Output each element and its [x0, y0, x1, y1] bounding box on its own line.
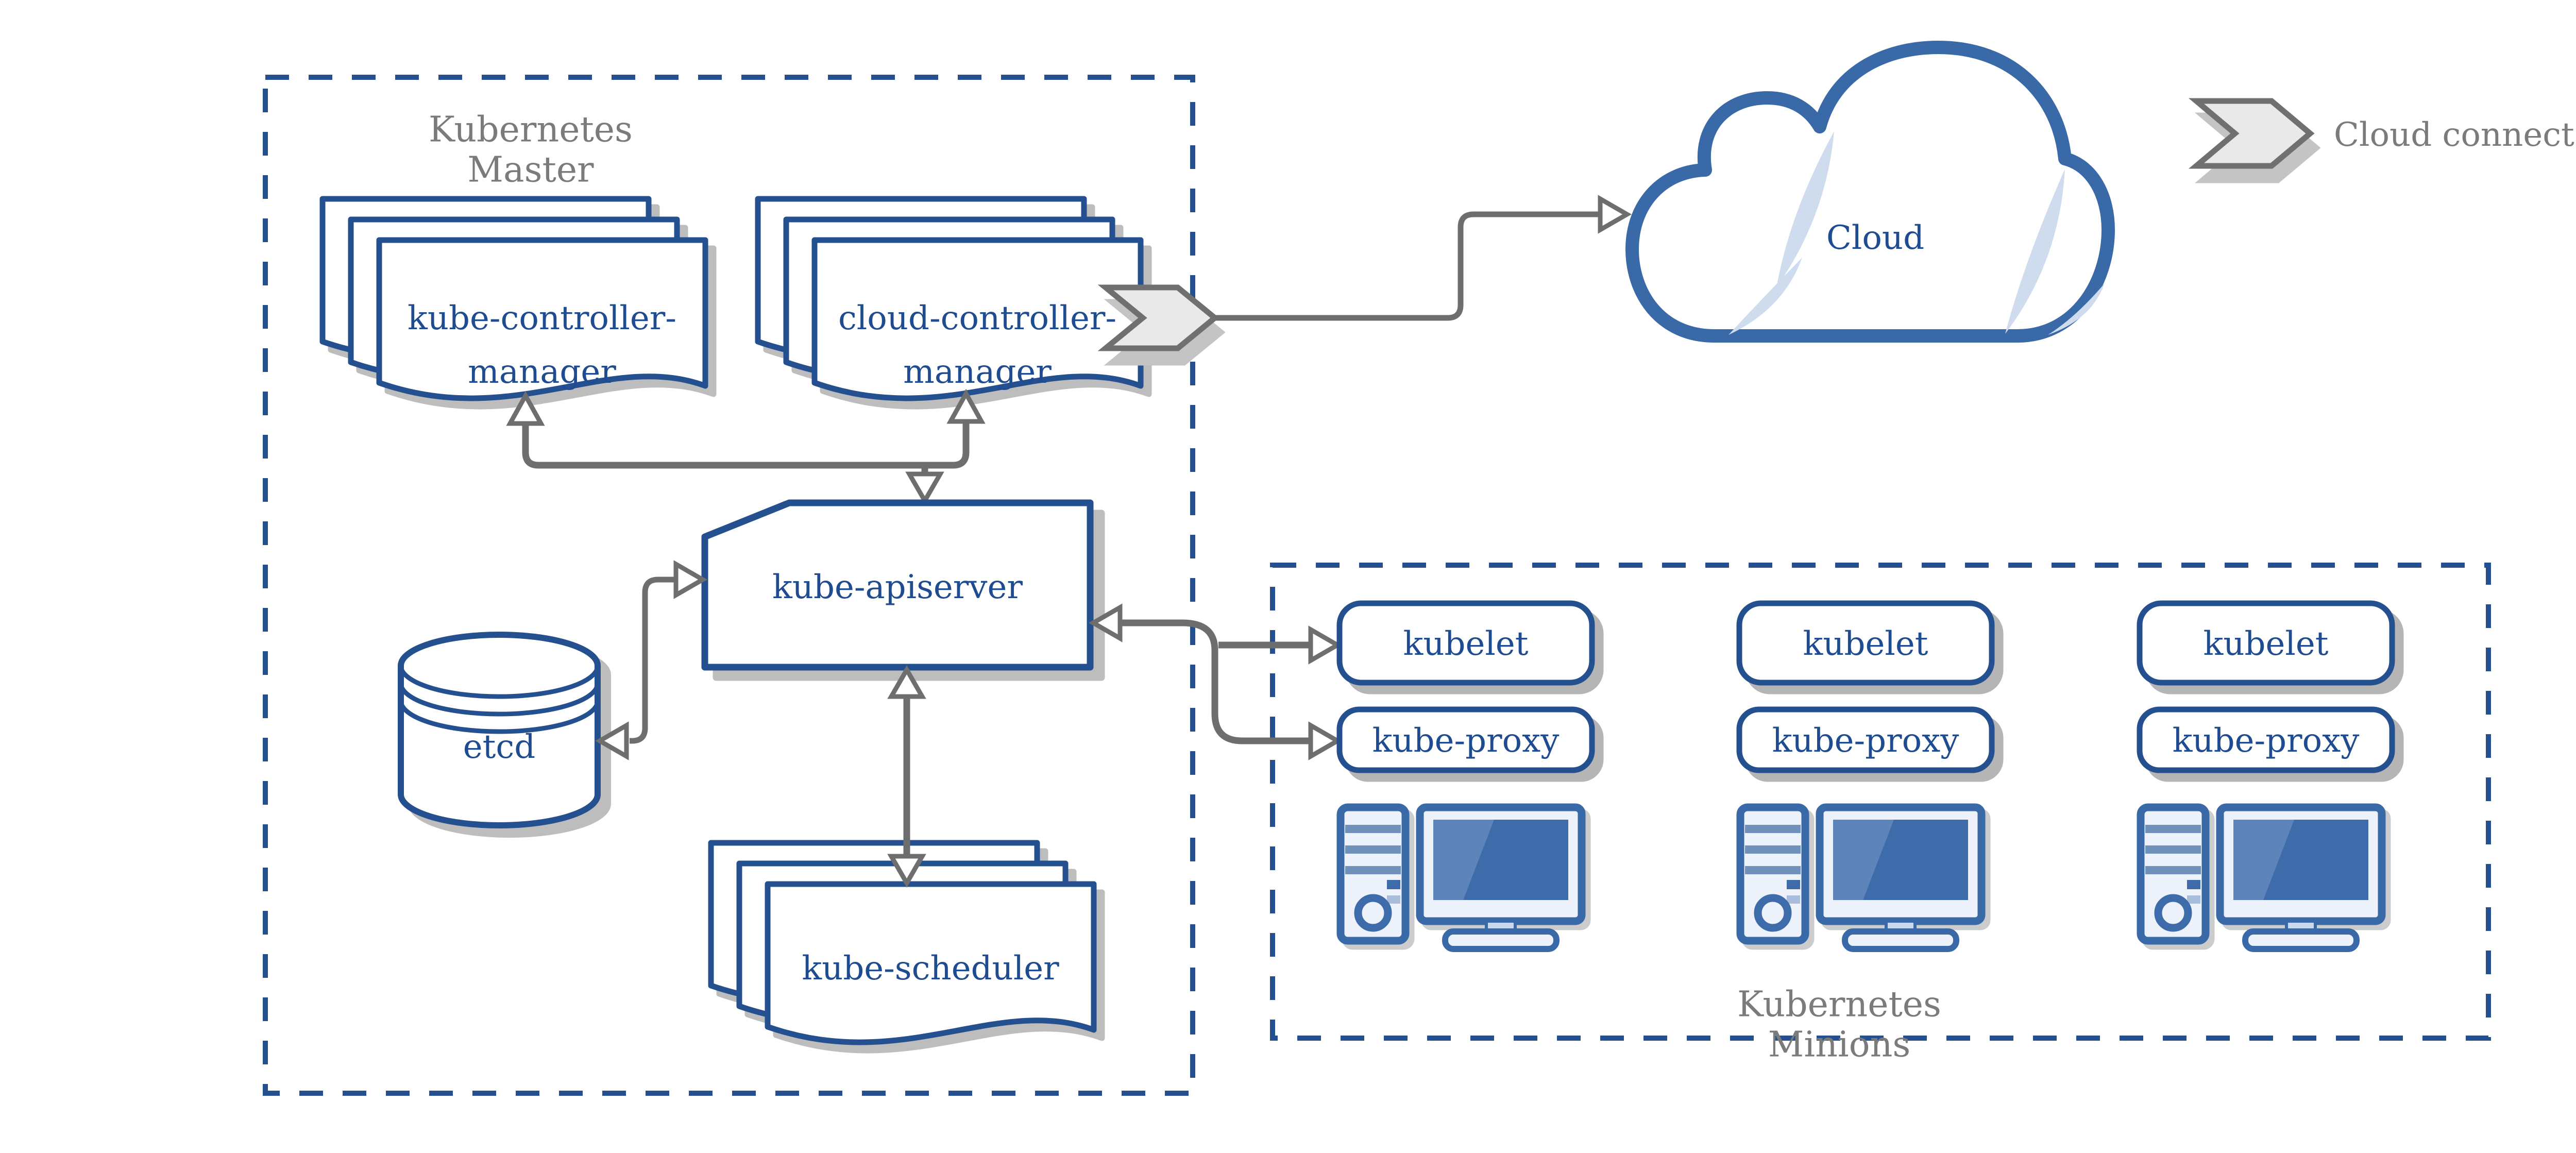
cloud: Cloud — [1625, 41, 2115, 343]
card-shape — [701, 499, 1094, 671]
kube-controller-manager-label-line2: manager — [468, 353, 616, 391]
tower-stripe — [1745, 845, 1801, 854]
tower-button — [2187, 895, 2200, 904]
kube-proxy-label: kube-proxy — [1372, 722, 1560, 760]
monitor-base — [1842, 928, 1959, 952]
node-kube-apiserver: kube-apiserver — [701, 499, 1094, 671]
arrowhead-down-icon — [887, 854, 926, 888]
kubelet-box — [1336, 600, 1595, 686]
tower-stripe — [1345, 845, 1401, 854]
tower-drive — [1754, 894, 1792, 932]
tower-stripe — [2145, 845, 2201, 854]
monitor-glare — [1433, 820, 1494, 900]
kube-proxy-label: kube-proxy — [2173, 722, 2360, 760]
cloud-connector-icon — [1097, 284, 1219, 351]
node-cloud-controller-manager: cloud-controller- manager — [755, 196, 1144, 401]
legend: Cloud connector — [2188, 98, 2576, 169]
cloud-controller-manager-label-line1: cloud-controller- — [838, 299, 1116, 337]
monitor-glare — [1833, 820, 1894, 900]
tower-drive — [2154, 894, 2192, 932]
document-front-icon — [765, 881, 1097, 1045]
workstation-icon — [1336, 803, 1586, 952]
cylinder-ring — [398, 683, 600, 717]
kubelet-box — [1736, 600, 1995, 686]
kubelet-label: kubelet — [1403, 625, 1529, 663]
kube-proxy-box — [1336, 706, 1595, 773]
cloud-connector-legend-icon — [2188, 98, 2315, 169]
arrowhead-right-icon — [1308, 625, 1343, 665]
arrowhead-right-icon — [1598, 195, 1632, 234]
tower-stripe — [1345, 825, 1401, 833]
cloud-highlight — [2005, 169, 2065, 334]
connector-cloudcontroller-cloud — [1215, 195, 1632, 321]
tower-stripe — [1745, 866, 1801, 874]
node-etcd: etcd — [398, 632, 601, 828]
minion-column: kubelet kube-proxy — [1736, 600, 1995, 952]
tower-drive — [1354, 894, 1392, 932]
document-front-icon — [376, 237, 708, 401]
connector-etcd-apiserver — [595, 560, 708, 760]
tower-button — [1787, 880, 1800, 889]
connector-apiserver-nodes — [1088, 603, 1343, 760]
minion-column: kubelet kube-proxy — [1336, 600, 1595, 952]
kube-proxy-box — [1736, 706, 1995, 773]
cloud-label: Cloud — [1826, 219, 1924, 257]
connector-line — [630, 576, 675, 744]
cloud-icon — [1625, 41, 2115, 343]
cloud-highlight — [1776, 131, 1834, 287]
arrowhead-down-icon — [905, 471, 944, 506]
arrowhead-up-icon — [506, 391, 545, 426]
cloud-highlight — [1728, 258, 1802, 335]
kubelet-box — [2137, 600, 2395, 686]
connector-line — [522, 420, 970, 469]
tower-stripe — [1745, 825, 1801, 833]
cylinder-rim — [398, 632, 600, 699]
kube-proxy-label: kube-proxy — [1772, 722, 1959, 760]
master-boundary-box — [263, 75, 1195, 1096]
arrowhead-right-icon — [673, 560, 708, 599]
node-kube-controller-manager: kube-controller- manager — [319, 196, 708, 401]
monitor-base — [1442, 928, 1560, 952]
tower-button — [1787, 895, 1800, 904]
legend-label: Cloud connector — [2334, 116, 2576, 154]
connector-apiserver-scheduler — [887, 665, 926, 888]
tower-button — [1387, 880, 1400, 889]
master-title-line2: Master — [467, 150, 594, 191]
connector-line — [1215, 211, 1599, 321]
minions-boundary-box — [1270, 563, 2491, 1041]
connector-line — [1120, 619, 1312, 744]
document-front-icon — [811, 237, 1144, 401]
monitor-glare — [2233, 820, 2294, 900]
kube-controller-manager-label-line1: kube-controller- — [408, 299, 676, 337]
kubelet-label: kubelet — [2204, 625, 2329, 663]
arrowhead-right-icon — [1308, 721, 1343, 760]
cylinder-ring — [398, 700, 600, 734]
arrowhead-left-icon — [595, 721, 629, 760]
monitor-base — [2242, 928, 2360, 952]
minions-title-line2: Minions — [1768, 1025, 1911, 1065]
node-kube-scheduler: kube-scheduler — [708, 840, 1097, 1045]
minion-column: kubelet kube-proxy — [2137, 600, 2395, 952]
connector-controllers-apiserver — [506, 388, 986, 506]
arrowhead-up-icon — [887, 665, 926, 699]
kubelet-label: kubelet — [1803, 625, 1928, 663]
kube-proxy-box — [2137, 706, 2395, 773]
tower-stripe — [2145, 866, 2201, 874]
master-title-line1: Kubernetes — [429, 110, 633, 150]
workstation-icon — [1736, 803, 1986, 952]
tower-button — [2187, 880, 2200, 889]
kube-apiserver-label: kube-apiserver — [772, 568, 1023, 606]
arrowhead-left-icon — [1088, 603, 1123, 642]
tower-stripe — [2145, 825, 2201, 833]
cloud-controller-manager-label-line2: manager — [903, 353, 1052, 391]
workstation-icon — [2137, 803, 2386, 952]
etcd-label: etcd — [463, 728, 535, 766]
tower-stripe — [1345, 866, 1401, 874]
minions-title-line1: Kubernetes — [1737, 985, 1941, 1025]
tower-button — [1387, 895, 1400, 904]
arrowhead-up-icon — [946, 388, 986, 424]
kube-scheduler-label: kube-scheduler — [802, 949, 1059, 988]
